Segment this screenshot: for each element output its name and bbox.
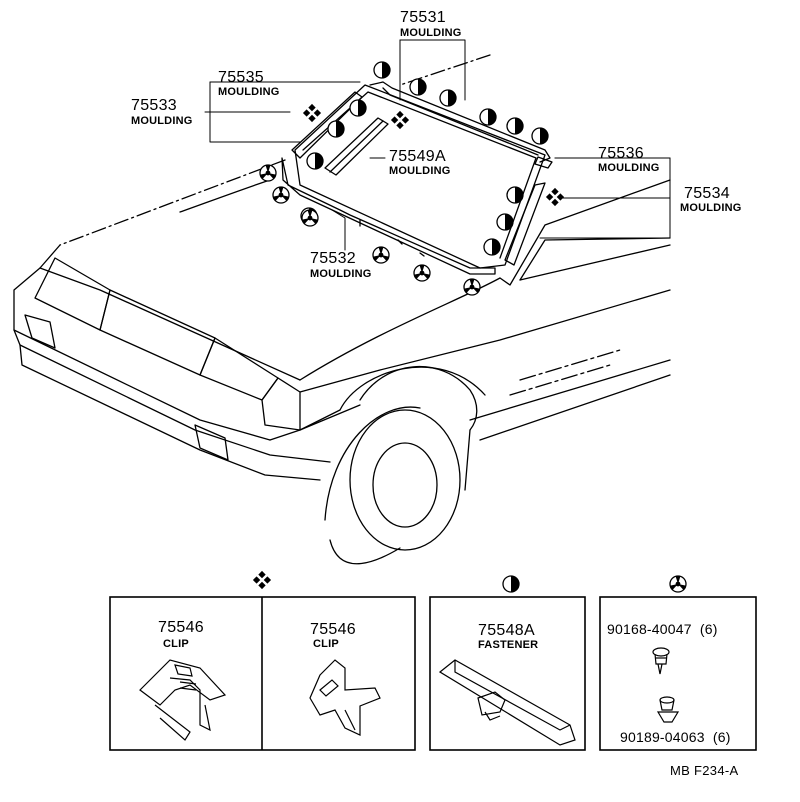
moulding-75534-shape	[504, 182, 546, 266]
screw-detail-box	[599, 596, 757, 751]
nut-qty: (6)	[712, 729, 731, 745]
clip-a-drawing	[139, 659, 227, 741]
label-75535-name: MOULDING	[218, 86, 280, 98]
moulding-75536-shape	[534, 156, 553, 169]
label-75536-name: MOULDING	[598, 162, 660, 174]
fastener-number: 75548A	[478, 622, 535, 639]
nut-part-number: 90189-04063	[620, 729, 705, 745]
label-75531-name: MOULDING	[400, 27, 462, 39]
clip-a-number: 75546	[158, 619, 204, 636]
label-75533-name: MOULDING	[131, 115, 193, 127]
clip-b-name: CLIP	[313, 638, 339, 650]
label-75533-number: 75533	[131, 97, 177, 114]
moulding-75535-shape	[291, 91, 363, 159]
fastener-name: FASTENER	[478, 639, 539, 651]
clip-a-name: CLIP	[163, 638, 189, 650]
fastener-symbols	[259, 61, 565, 296]
label-75536-number: 75536	[598, 145, 644, 162]
moulding-75549A-shape	[324, 117, 389, 176]
label-75549A-name: MOULDING	[389, 165, 451, 177]
figure-reference: MB F234-A	[670, 763, 739, 778]
label-75531-number: 75531	[400, 9, 446, 26]
fastener-strip-drawing	[438, 659, 576, 746]
nut-drawing	[656, 696, 680, 723]
box-symbols	[252, 570, 687, 593]
label-75532-name: MOULDING	[310, 268, 372, 280]
moulding-75532-shape	[281, 157, 496, 275]
label-75534-number: 75534	[684, 185, 730, 202]
label-75532-number: 75532	[310, 250, 356, 267]
screw-number: 90168-40047 (6)	[607, 622, 718, 636]
clip-b-number: 75546	[310, 621, 356, 638]
clip-b-drawing	[309, 659, 381, 736]
moulding-75531-shape	[369, 81, 551, 163]
label-75534-name: MOULDING	[680, 202, 742, 214]
screw-qty: (6)	[699, 621, 718, 637]
screw-part-number: 90168-40047	[607, 621, 692, 637]
nut-number: 90189-04063 (6)	[620, 730, 731, 744]
car-body	[13, 54, 671, 565]
leader-lines	[204, 39, 671, 251]
label-75535-number: 75535	[218, 69, 264, 86]
label-75549A-number: 75549A	[389, 148, 446, 165]
screw-drawing	[652, 647, 670, 675]
fastener-detail-box	[429, 596, 586, 751]
